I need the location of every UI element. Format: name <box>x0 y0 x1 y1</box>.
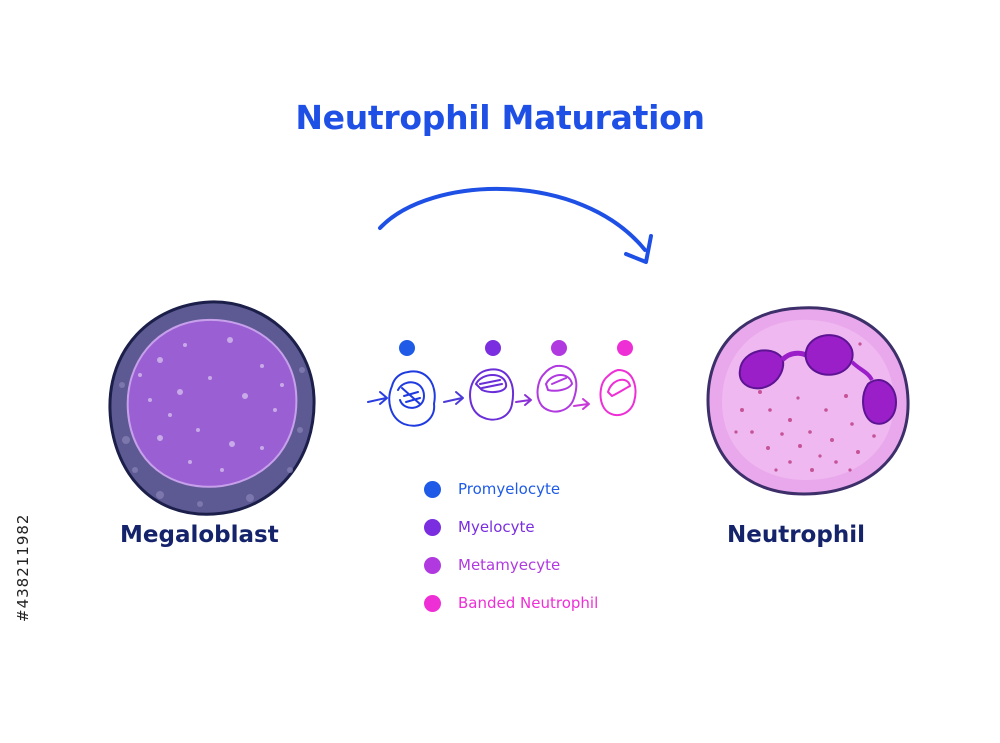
legend-label-myelocyte: Myelocyte <box>458 518 535 536</box>
legend-dot-metamyelocyte <box>424 556 441 574</box>
legend-label-metamyelocyte: Metamyecyte <box>458 556 561 574</box>
stage-legend: Promyelocyte Myelocyte Metamyecyte Bande… <box>424 476 684 628</box>
legend-dot-banded <box>424 594 441 612</box>
stage-dot-banded <box>617 340 633 356</box>
legend-item: Myelocyte <box>424 514 684 540</box>
legend-dot-promyelocyte <box>424 480 441 498</box>
diagram-title: Neutrophil Maturation <box>295 98 705 137</box>
neutrophil-nucleus <box>738 334 898 425</box>
stage-dots <box>399 340 633 356</box>
stock-image-id: #438211982 <box>14 513 32 622</box>
legend-label-banded: Banded Neutrophil <box>458 594 599 612</box>
legend-item: Metamyecyte <box>424 552 684 578</box>
megaloblast-cell <box>108 300 316 516</box>
stage-sketches <box>367 364 637 427</box>
neutrophil-label: Neutrophil <box>727 522 865 548</box>
banded-sketch <box>599 369 637 417</box>
neutrophil-cell <box>706 306 910 496</box>
maturation-arrow <box>378 186 653 264</box>
megaloblast-label: Megaloblast <box>120 522 279 548</box>
metamyelocyte-sketch <box>536 364 578 413</box>
legend-item: Banded Neutrophil <box>424 590 684 616</box>
legend-label-promyelocyte: Promyelocyte <box>458 480 561 498</box>
promyelocyte-sketch <box>388 370 436 427</box>
myelocyte-sketch <box>469 368 514 421</box>
stage-dot-promyelocyte <box>399 340 415 356</box>
stage-dot-metamyelocyte <box>551 340 567 356</box>
legend-item: Promyelocyte <box>424 476 684 502</box>
stage-dot-myelocyte <box>485 340 501 356</box>
legend-dot-myelocyte <box>424 518 441 536</box>
